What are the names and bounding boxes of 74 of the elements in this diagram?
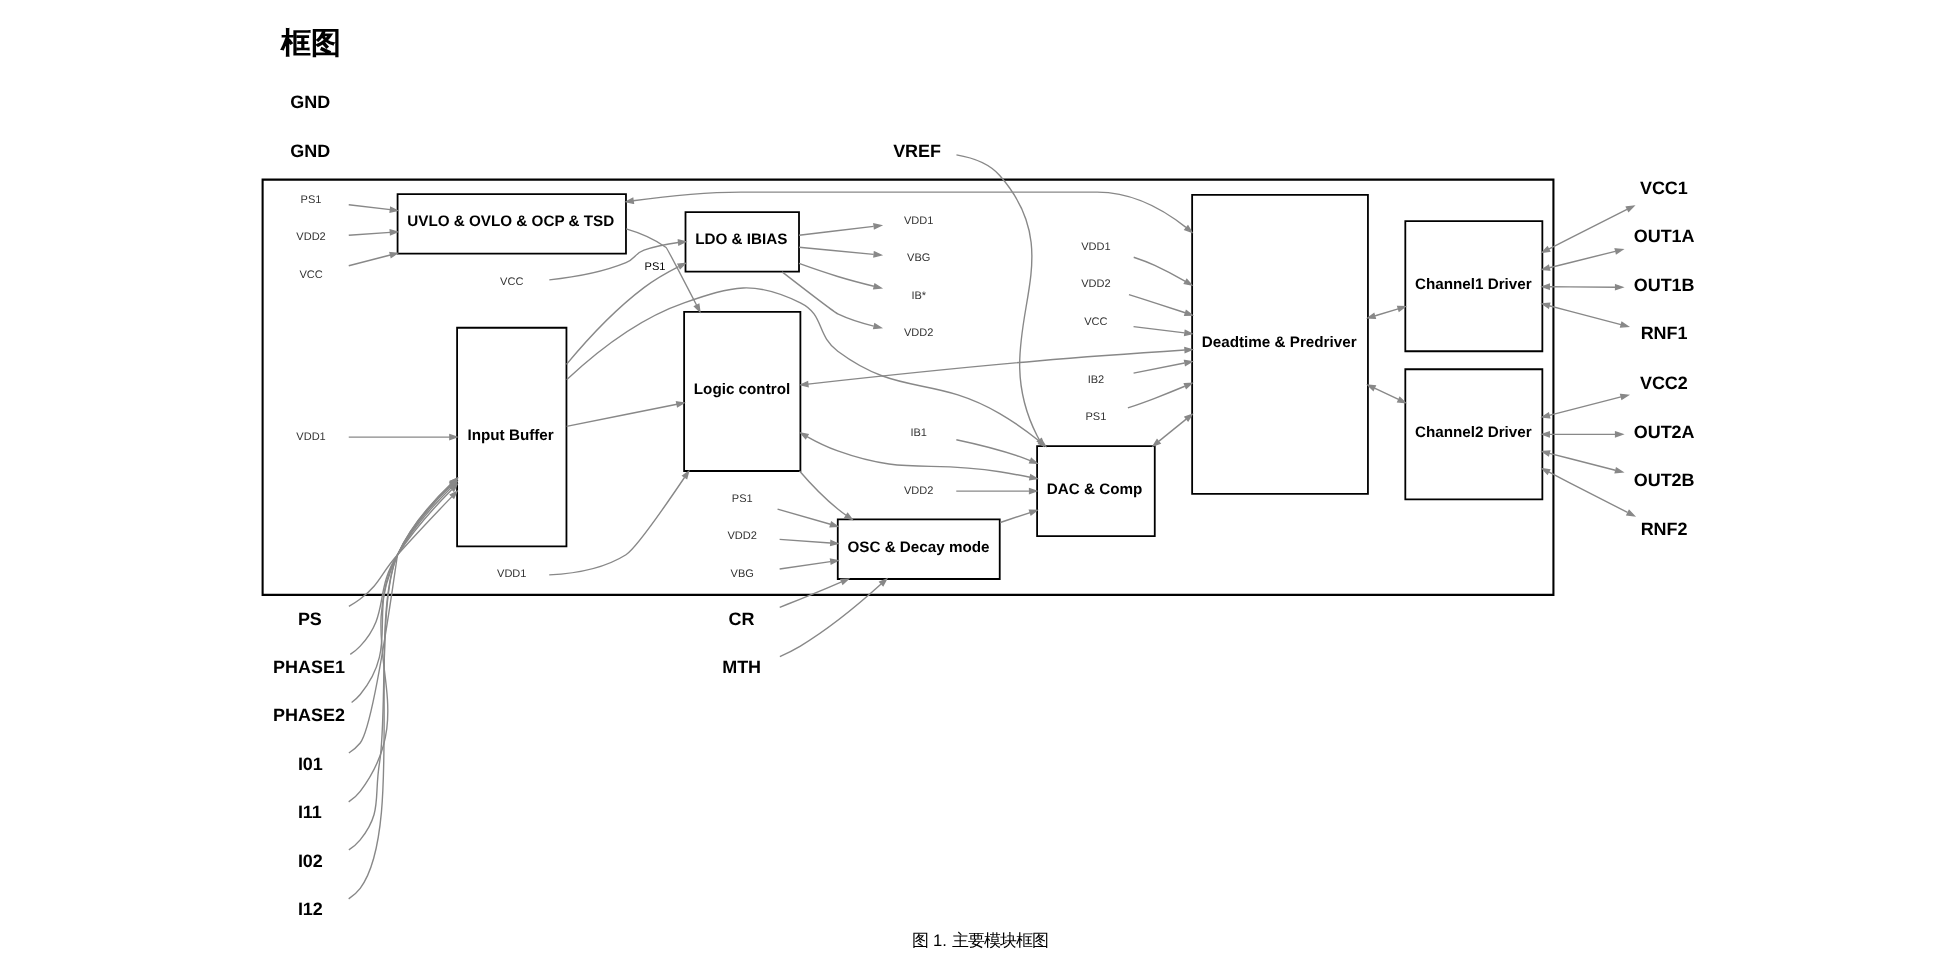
node-text: MTH	[722, 656, 762, 677]
arrow	[1540, 393, 1630, 419]
arrow	[1540, 430, 1625, 438]
node-text: GND	[290, 140, 331, 161]
node-box: Input Buffer	[456, 326, 568, 548]
node-text: VCC2	[1639, 373, 1688, 394]
node-text: OUT1B	[1633, 274, 1695, 295]
arrow	[348, 433, 459, 441]
arrow	[625, 228, 701, 314]
arrow	[548, 469, 690, 576]
arrow	[798, 246, 884, 258]
caption: 图 1. 主要模块框图	[912, 929, 1048, 950]
node-text: VCC1	[1639, 178, 1688, 199]
arrow	[1540, 450, 1625, 474]
arrow	[779, 578, 851, 608]
node-text: GND	[290, 92, 331, 113]
arrow	[955, 154, 1045, 448]
node-text: PS	[297, 608, 322, 629]
arrow	[565, 262, 688, 366]
node-text: CR	[728, 608, 755, 629]
node-text: I01	[297, 753, 323, 774]
node-text: OUT2B	[1633, 470, 1695, 491]
arrow	[798, 346, 1195, 388]
arrow	[1540, 302, 1630, 328]
arrow	[624, 191, 1194, 234]
arrow	[348, 229, 400, 236]
arrow	[779, 577, 889, 658]
arrow	[1128, 293, 1195, 316]
arrow	[1151, 413, 1194, 448]
arrow	[798, 470, 854, 521]
arrow	[798, 262, 884, 290]
arrow	[1127, 382, 1194, 409]
arrow	[778, 538, 840, 547]
arrow	[1540, 283, 1625, 291]
node-box: DAC & Comp	[1036, 445, 1156, 537]
node-text: I02	[297, 850, 323, 871]
arrow	[1366, 384, 1407, 404]
node-text: PHASE1	[272, 656, 345, 677]
arrow	[1132, 359, 1194, 374]
diagram-title: 框图	[280, 27, 341, 62]
arrow	[776, 508, 840, 528]
arrow	[1366, 305, 1408, 319]
arrow	[799, 432, 1040, 481]
node-text: I12	[297, 899, 323, 920]
arrow	[548, 239, 688, 281]
node-text: RNF1	[1640, 323, 1688, 344]
arrow	[1540, 248, 1625, 271]
node-box: Channel2 Driver	[1404, 368, 1544, 501]
arrow	[1132, 325, 1194, 337]
node-box: LDO & IBIAS	[684, 211, 800, 273]
node-box: Channel1 Driver	[1404, 220, 1544, 353]
arrow	[565, 401, 686, 428]
arrow	[1540, 205, 1636, 254]
arrow	[999, 509, 1039, 524]
node-text: VREF	[893, 140, 942, 161]
node-box: Deadtime & Predriver	[1191, 193, 1369, 495]
arrow	[798, 223, 884, 236]
arrow	[348, 251, 400, 267]
node-box: UVLO & OVLO & OCP & TSD	[396, 193, 627, 255]
node-text: OUT1A	[1633, 226, 1695, 247]
arrow	[1133, 256, 1194, 286]
node-text: OUT2A	[1633, 421, 1695, 442]
arrow	[348, 204, 400, 213]
arrow	[1540, 467, 1637, 517]
node-text: PHASE2	[272, 705, 345, 726]
node-box: OSC & Decay mode	[836, 518, 1001, 580]
arrow	[955, 439, 1039, 465]
arrow	[778, 558, 840, 570]
arrow	[955, 487, 1039, 495]
arrow	[348, 489, 459, 608]
node-text: RNF2	[1640, 518, 1688, 539]
node-text: I11	[297, 802, 322, 823]
node-box: Logic control	[683, 310, 802, 472]
arrow	[781, 271, 884, 330]
